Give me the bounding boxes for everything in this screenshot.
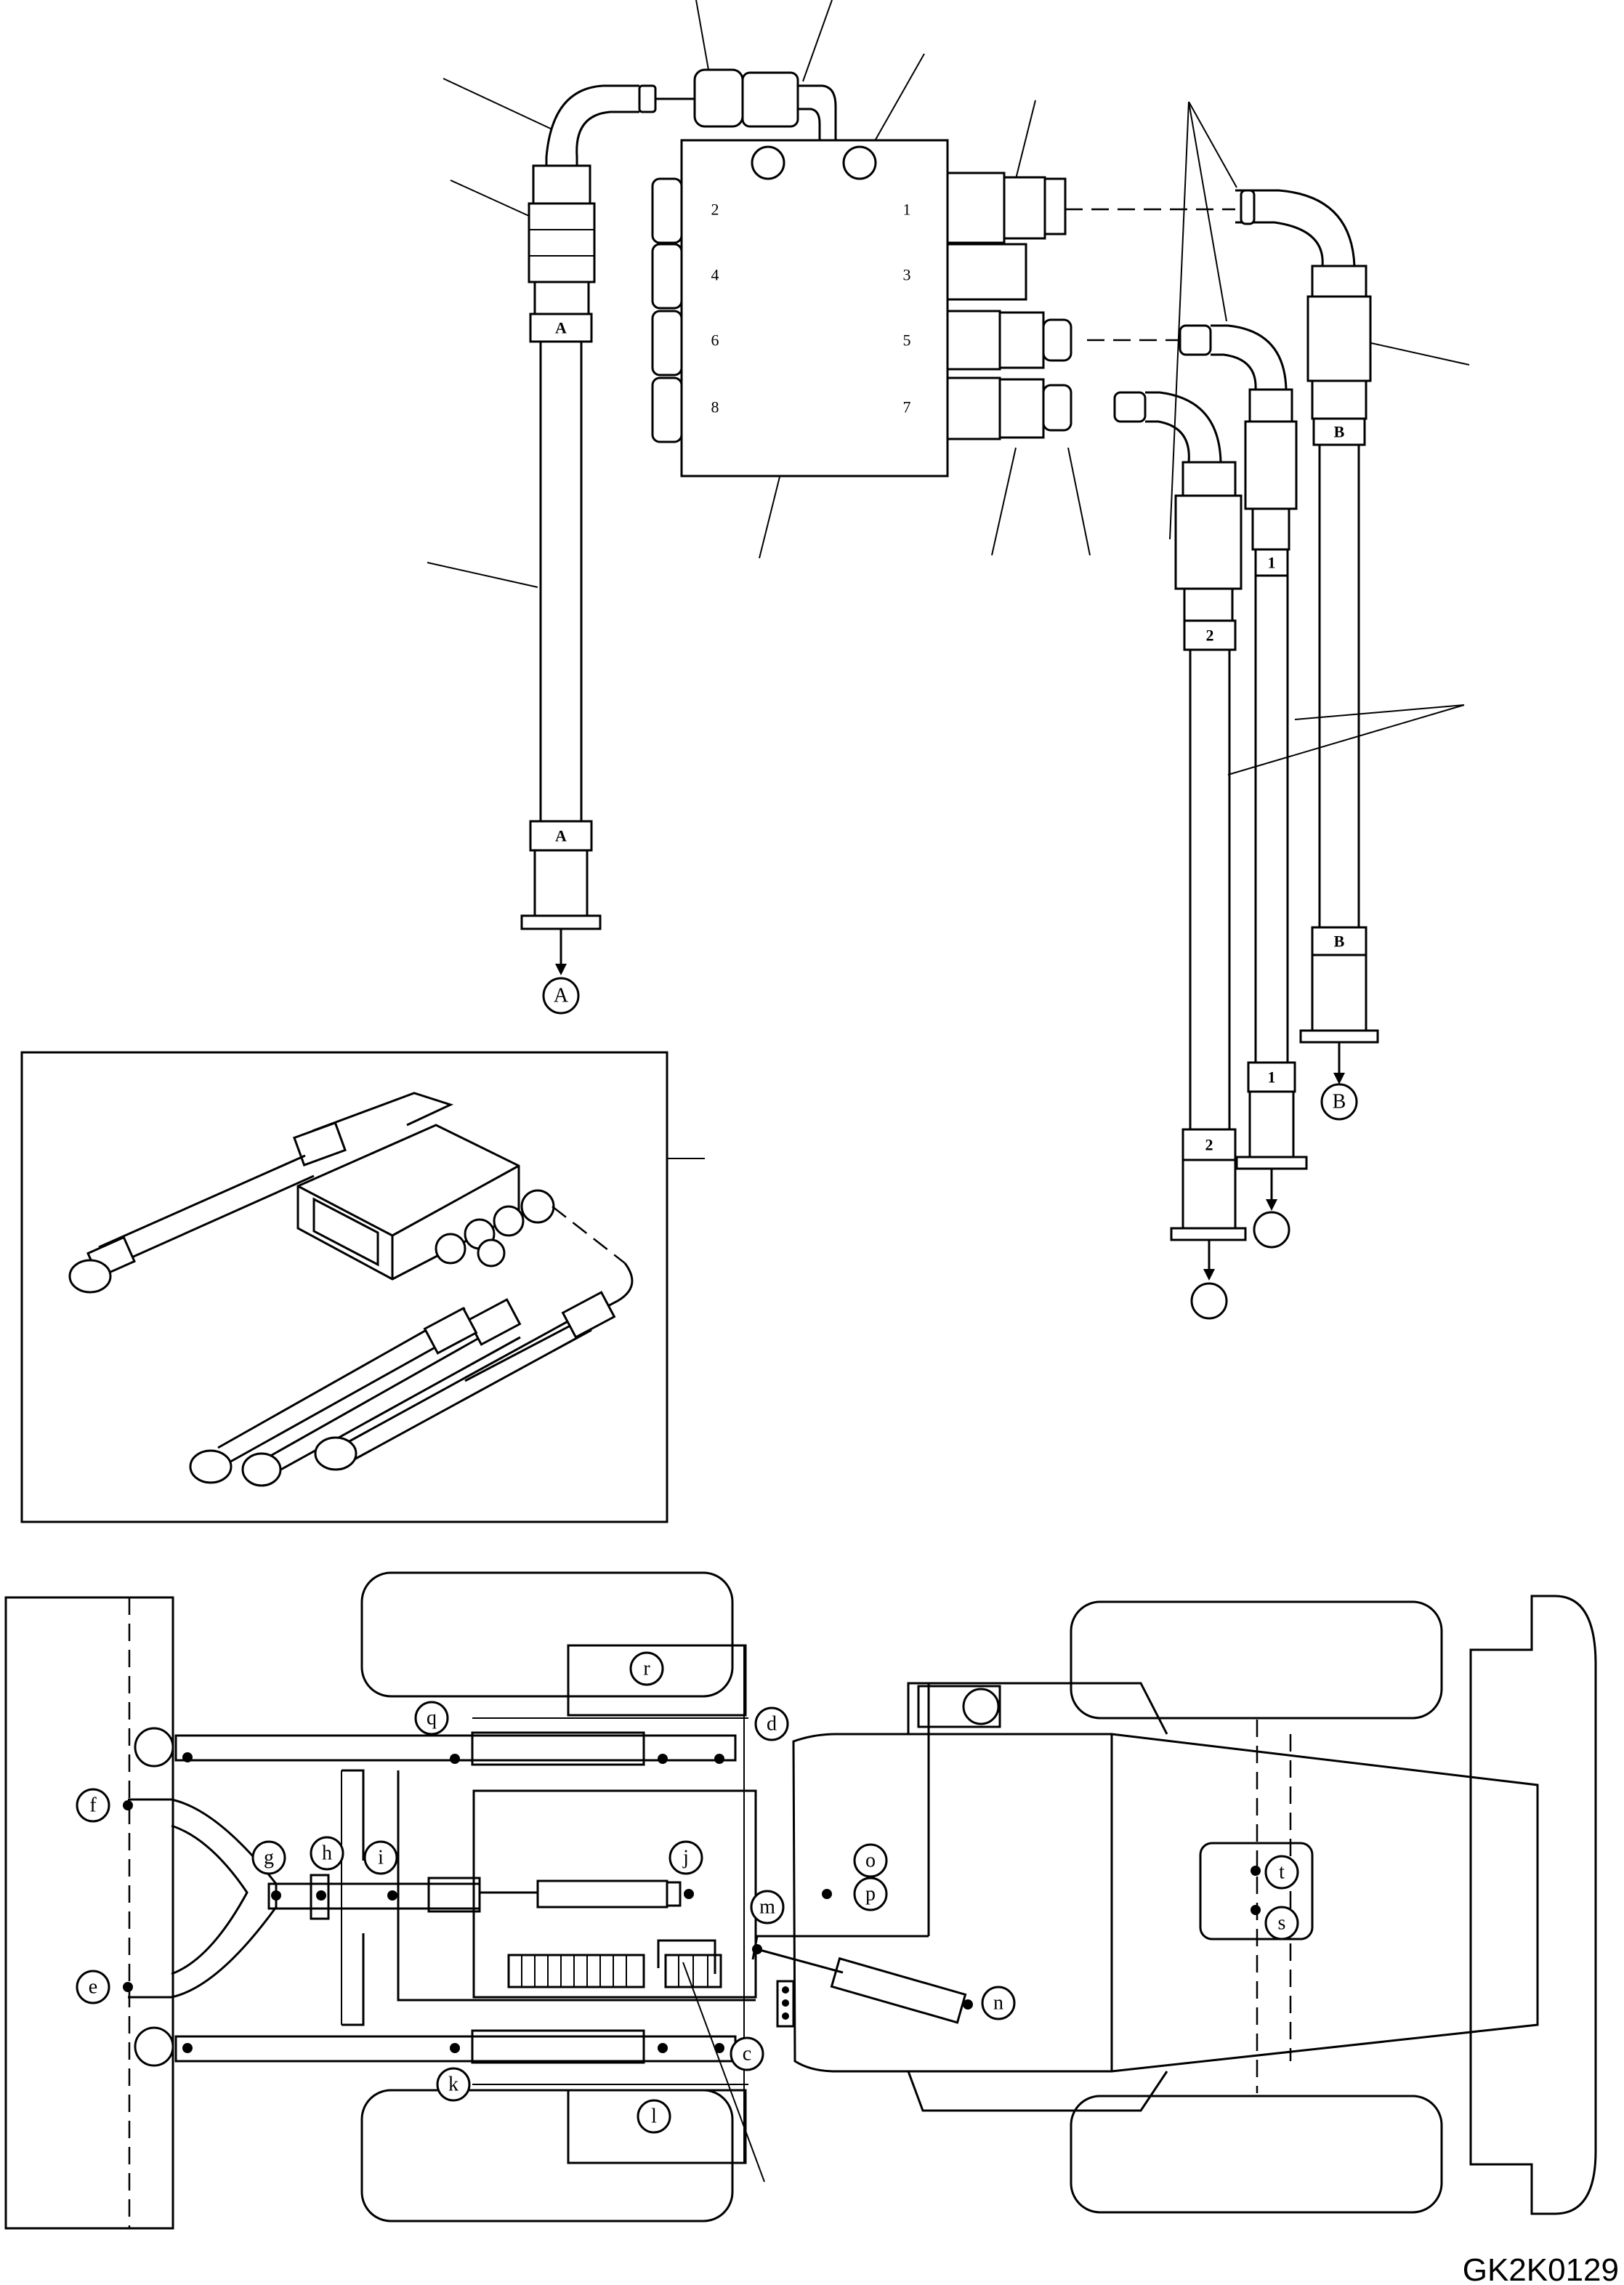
hose-1: 1 1 [1179,324,1308,1249]
hose-a: A A A [520,84,639,1015]
callout-o: o [865,1850,876,1872]
callout-m: m [759,1896,775,1919]
port-label-3: 3 [903,266,911,284]
drawing-code: GK2K0129 [1463,2252,1619,2285]
callout-k: k [448,2074,458,2096]
hose-b-tag-bottom: B [1334,932,1345,951]
hose-1-end-circle [1253,1211,1290,1249]
callout-g: g [264,1847,274,1869]
port-label-2: 2 [711,201,719,219]
callout-i: i [378,1847,384,1869]
callout-c: c [743,2043,751,2066]
hose-a-end-label: A [554,985,569,1007]
chassis-plan-view: c d e f g h i j k l m n o p q r s t [4,1571,1597,2230]
rear-tire-bottom [1070,2095,1443,2214]
front-tire-top [360,1571,734,1698]
inset-frame [20,1051,668,1523]
port-label-5: 5 [903,331,911,350]
front-tire-bottom [360,2089,734,2222]
callout-r: r [643,1658,650,1680]
hose-b: B B B [1235,189,1379,1121]
manifold-block-left [507,1954,645,1988]
leader-lines-top [427,0,1470,1159]
port-label-4: 4 [711,266,719,284]
callout-e: e [89,1976,97,1999]
hose-1-tag-top: 1 [1268,554,1276,572]
hose-1-tag-bottom: 1 [1268,1068,1276,1087]
valve-mount-hole-left [751,145,785,180]
callout-l: l [651,2105,657,2128]
port-label-6: 6 [711,331,719,350]
valve-mount-hole-right [842,145,877,180]
callout-t: t [1279,1861,1285,1884]
callout-f: f [89,1794,97,1817]
valve-assembly-view: 2 4 6 8 1 3 5 7 [427,0,1470,1320]
hose-2-tag-top: 2 [1206,626,1214,645]
hose-2: 2 2 [1113,391,1247,1320]
dozer-blade [4,1596,174,2230]
valve-block [680,139,949,477]
hose-a-tag-bottom: A [555,827,567,845]
callout-s: s [1278,1912,1286,1935]
valve-left-plugs [651,177,683,443]
rear-tire-top [1070,1600,1443,1720]
top-swivel-fitting [638,68,837,140]
callout-p: p [865,1883,876,1906]
isometric-inset [20,1051,668,1523]
hose-b-tag-top: B [1334,423,1345,441]
port-label-7: 7 [903,398,911,416]
port-label-8: 8 [711,398,719,416]
chassis-callouts: c d e f g h i j k l m n o p q r s t [76,1651,1299,2134]
valve-right-fittings [946,172,1072,440]
port-label-1: 1 [903,201,911,219]
hose-b-end-label: B [1333,1091,1346,1113]
hose-2-end-circle [1190,1282,1228,1320]
callout-d: d [767,1713,777,1736]
pivot-points [123,1752,1261,2053]
callout-n: n [993,1992,1003,2015]
hose-a-tag-top: A [555,319,567,337]
manifold-block-right [664,1954,722,1988]
hose-2-tag-bottom: 2 [1205,1136,1213,1154]
callout-h: h [322,1842,332,1865]
callout-q: q [427,1707,437,1730]
callout-j: j [682,1847,689,1869]
